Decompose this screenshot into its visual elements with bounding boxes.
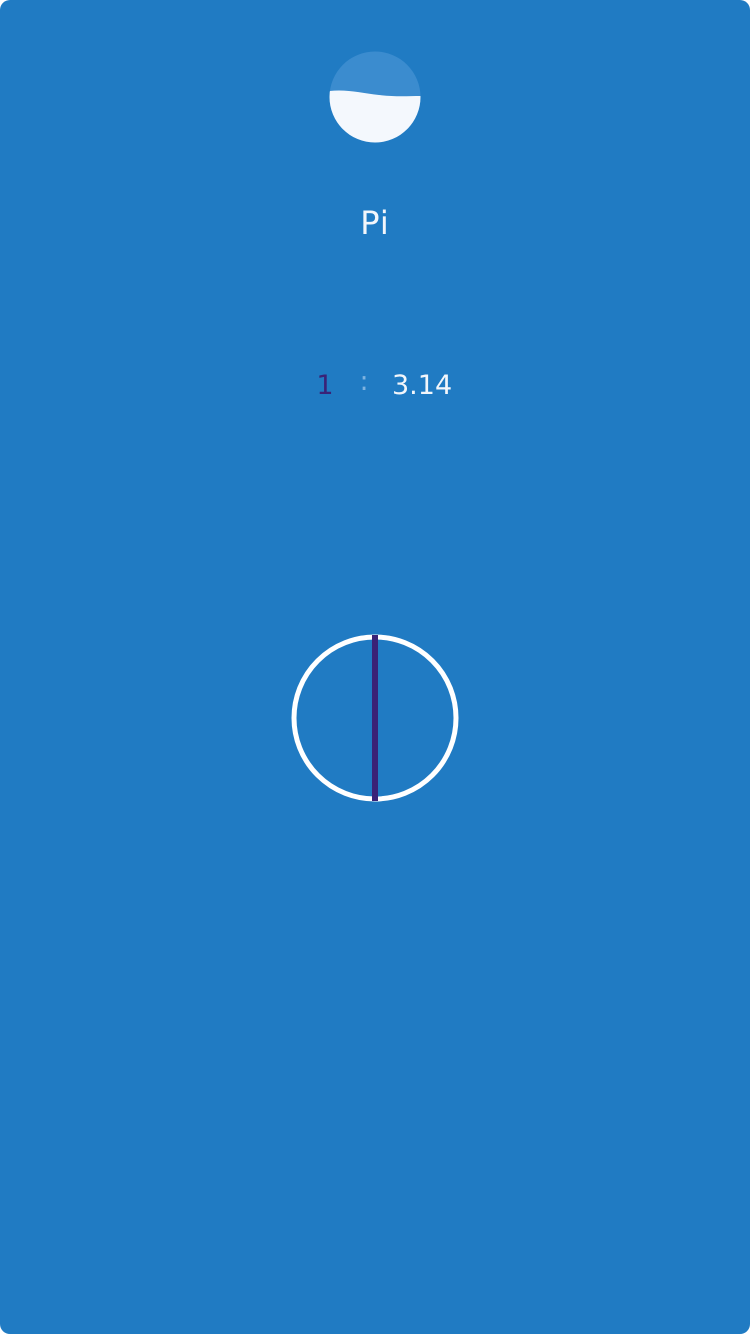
page-title: Pi	[360, 204, 390, 242]
ratio-diameter-value: 1	[316, 370, 334, 401]
half-filled-circle-graphic	[329, 51, 421, 143]
icon-fill-wave	[329, 90, 421, 143]
ratio-separator: :	[359, 366, 369, 397]
ratio-circumference-value: 3.14	[392, 370, 453, 401]
circle-diameter-icon	[289, 632, 461, 804]
circle-diameter-graphic	[291, 634, 459, 802]
half-filled-circle-icon	[329, 51, 421, 143]
